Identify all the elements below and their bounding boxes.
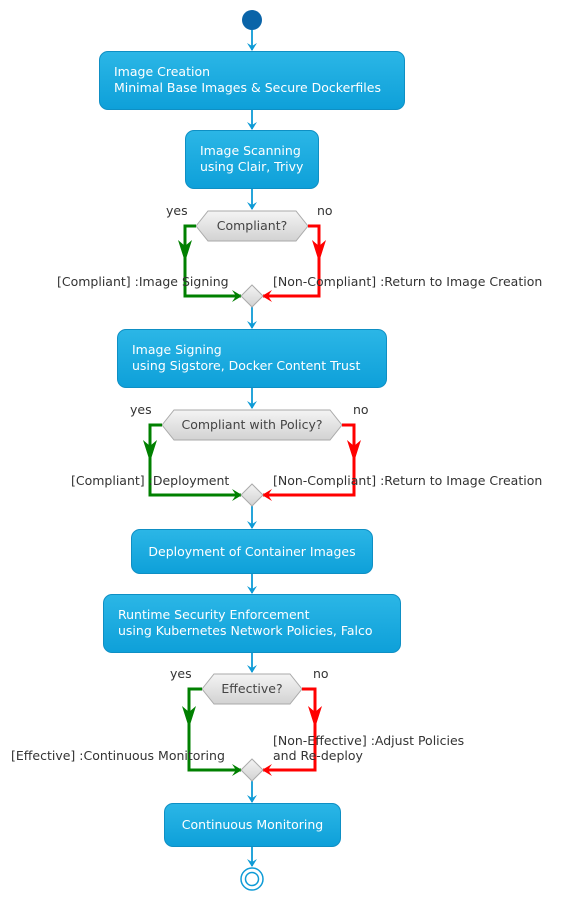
decision-2-yes-label: yes xyxy=(130,402,152,417)
activity-continuous-monitoring-title: Continuous Monitoring xyxy=(181,817,324,832)
decision-1-yes-branch xyxy=(178,224,242,302)
decision-2-question: Compliant with Policy? xyxy=(181,417,323,432)
activity-image-scanning-title: Image Scanning xyxy=(200,143,301,158)
activity-image-creation: Image Creation Minimal Base Images & Sec… xyxy=(99,51,405,110)
decision-1-question: Compliant? xyxy=(216,218,288,233)
decision-1-no-branch-label: [Non-Compliant] :Return to Image Creatio… xyxy=(273,274,543,289)
decision-2-no-branch xyxy=(262,423,361,501)
decision-1-yes-label: yes xyxy=(166,203,188,218)
decision-3-no-branch-label-line1: [Non-Effective] :Adjust Policies xyxy=(273,733,465,748)
decision-1-yes-branch-label: [Compliant] :Image Signing xyxy=(57,274,229,289)
decision-3-yes-branch xyxy=(182,687,242,776)
activity-runtime-security-title: Runtime Security Enforcement xyxy=(118,607,310,622)
activity-deployment: Deployment of Container Images xyxy=(131,529,373,574)
activity-image-scanning-detail: using Clair, Trivy xyxy=(200,159,304,174)
decision-2-no-branch-label: [Non-Compliant] :Return to Image Creatio… xyxy=(273,473,543,488)
activity-image-signing-title: Image Signing xyxy=(132,342,222,357)
decision-3-yes-branch-label: [Effective] :Continuous Monitoring xyxy=(11,748,225,763)
decision-1-no-branch xyxy=(262,224,326,302)
decision-2-yes-branch-label: [Compliant] :Deployment xyxy=(71,473,230,488)
decision-2-no-label: no xyxy=(353,402,369,417)
activity-continuous-monitoring: Continuous Monitoring xyxy=(164,803,341,847)
decision-1-no-label: no xyxy=(317,203,333,218)
decision-2-yes-branch xyxy=(143,423,242,501)
merge-1-diamond xyxy=(240,284,264,308)
main-flow-arrowheads xyxy=(247,43,257,867)
merge-2-diamond xyxy=(240,483,264,507)
start-node xyxy=(242,10,262,30)
activity-image-creation-detail: Minimal Base Images & Secure Dockerfiles xyxy=(114,80,381,95)
decision-3-yes-label: yes xyxy=(170,666,192,681)
decision-3-question: Effective? xyxy=(221,681,283,696)
activity-deployment-title: Deployment of Container Images xyxy=(148,543,356,559)
activity-image-creation-title: Image Creation xyxy=(114,64,211,79)
activity-image-signing: Image Signing using Sigstore, Docker Con… xyxy=(117,329,387,388)
activity-image-scanning: Image Scanning using Clair, Trivy xyxy=(185,130,319,189)
activity-runtime-security: Runtime Security Enforcement using Kuber… xyxy=(103,594,401,653)
decision-3-no-label: no xyxy=(313,666,329,681)
activity-image-signing-detail: using Sigstore, Docker Content Trust xyxy=(132,358,361,373)
decision-3-no-branch xyxy=(262,687,322,776)
merge-3-diamond xyxy=(240,758,264,782)
activity-runtime-security-detail: using Kubernetes Network Policies, Falco xyxy=(118,623,373,638)
end-node xyxy=(240,867,264,891)
decision-3-no-branch-label-line2: and Re-deploy xyxy=(273,748,363,763)
